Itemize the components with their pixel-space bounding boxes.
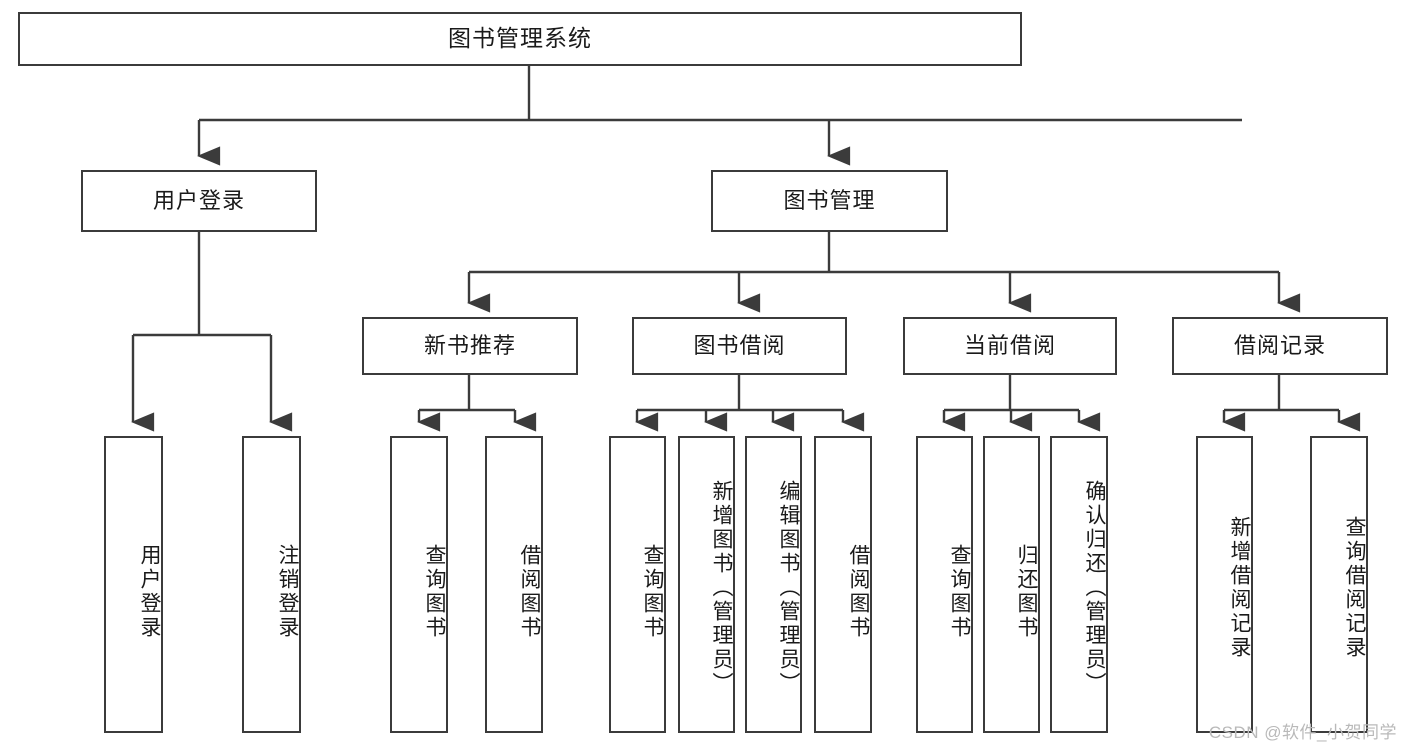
node-leaf-query-record[interactable]: 查询借阅记录 <box>1310 436 1368 733</box>
node-book-borrow-label: 图书借阅 <box>693 332 786 358</box>
node-leaf-add-record[interactable]: 新增借阅记录 <box>1196 436 1253 733</box>
node-leaf-query-book-2-label: 查询图书 <box>641 543 664 640</box>
node-leaf-add-book-label: 新增图书（管理员） <box>710 479 733 696</box>
node-leaf-user-login-label: 用户登录 <box>138 543 161 640</box>
node-leaf-query-book-3[interactable]: 查询图书 <box>916 436 973 733</box>
node-leaf-return-book-label: 归还图书 <box>1015 543 1038 640</box>
node-leaf-query-book-3-label: 查询图书 <box>948 543 971 640</box>
node-current-borrow[interactable]: 当前借阅 <box>903 317 1117 375</box>
node-leaf-borrow-book-1-label: 借阅图书 <box>518 543 541 640</box>
node-leaf-user-login[interactable]: 用户登录 <box>104 436 163 733</box>
node-new-book-rec[interactable]: 新书推荐 <box>362 317 578 375</box>
node-book-manage-label: 图书管理 <box>783 187 876 213</box>
node-leaf-logout[interactable]: 注销登录 <box>242 436 301 733</box>
node-leaf-confirm-return-label: 确认归还（管理员） <box>1083 479 1106 696</box>
node-leaf-borrow-book-1[interactable]: 借阅图书 <box>485 436 543 733</box>
node-leaf-add-book[interactable]: 新增图书（管理员） <box>678 436 735 733</box>
node-new-book-rec-label: 新书推荐 <box>423 332 516 358</box>
node-book-borrow[interactable]: 图书借阅 <box>632 317 847 375</box>
node-current-borrow-label: 当前借阅 <box>963 332 1056 358</box>
node-leaf-add-record-label: 新增借阅记录 <box>1228 515 1251 660</box>
node-user-login[interactable]: 用户登录 <box>81 170 317 232</box>
node-leaf-return-book[interactable]: 归还图书 <box>983 436 1040 733</box>
node-root[interactable]: 图书管理系统 <box>18 12 1022 66</box>
node-leaf-edit-book-label: 编辑图书（管理员） <box>777 479 800 696</box>
node-leaf-confirm-return[interactable]: 确认归还（管理员） <box>1050 436 1108 733</box>
node-leaf-logout-label: 注销登录 <box>276 543 299 640</box>
node-book-manage[interactable]: 图书管理 <box>711 170 948 232</box>
node-leaf-query-book-1[interactable]: 查询图书 <box>390 436 448 733</box>
node-leaf-query-book-2[interactable]: 查询图书 <box>609 436 666 733</box>
node-leaf-query-record-label: 查询借阅记录 <box>1343 515 1366 660</box>
node-leaf-edit-book[interactable]: 编辑图书（管理员） <box>745 436 802 733</box>
node-borrow-record-label: 借阅记录 <box>1233 332 1326 358</box>
node-borrow-record[interactable]: 借阅记录 <box>1172 317 1388 375</box>
node-leaf-borrow-book-2-label: 借阅图书 <box>847 543 870 640</box>
node-leaf-query-book-1-label: 查询图书 <box>423 543 446 640</box>
node-leaf-borrow-book-2[interactable]: 借阅图书 <box>814 436 872 733</box>
watermark: CSDN @软件_小贺同学 <box>1208 723 1397 742</box>
node-user-login-label: 用户登录 <box>152 187 245 213</box>
node-root-label: 图书管理系统 <box>448 25 592 52</box>
